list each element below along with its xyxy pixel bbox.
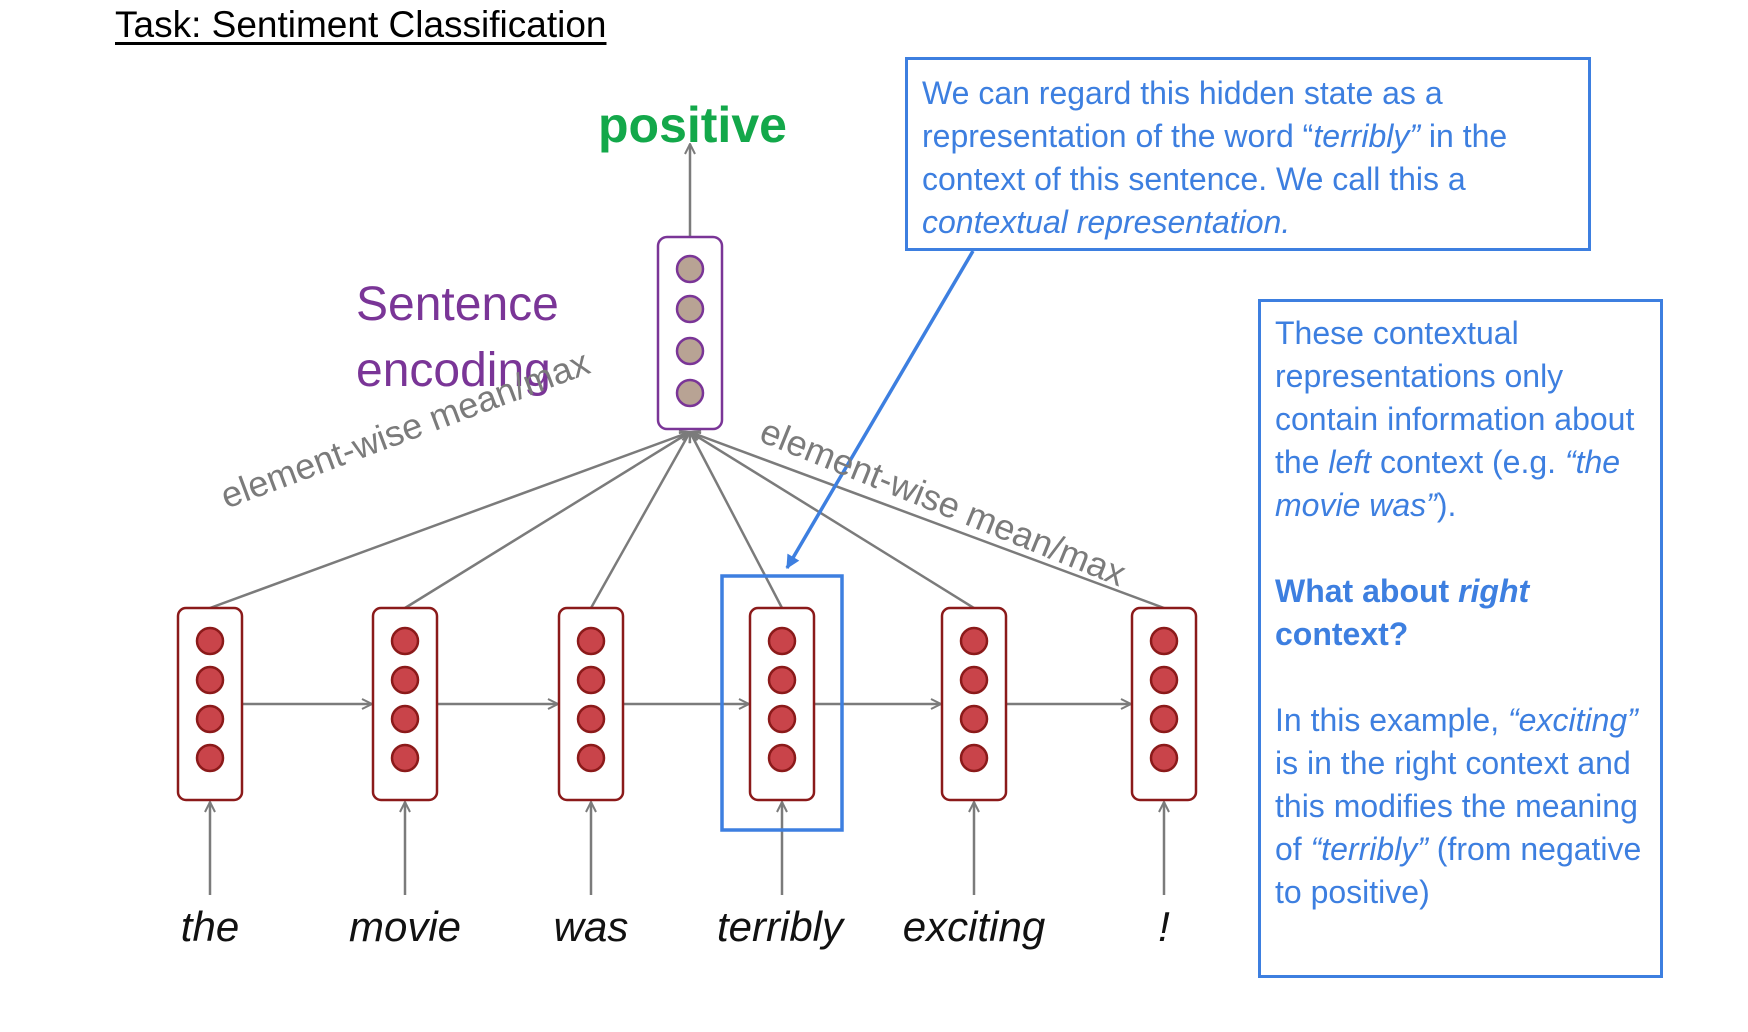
word-exclamation: ! <box>1158 903 1170 950</box>
sentence-encoding-line1: Sentence <box>356 278 559 331</box>
hidden-unit-dot <box>767 626 797 656</box>
word-exciting: exciting <box>902 903 1046 950</box>
callout-right-p3-quote: “exciting” <box>1508 702 1638 738</box>
hidden-unit-dot <box>576 704 606 734</box>
callout-right-p1-b: context (e.g. <box>1371 444 1565 480</box>
hidden-unit-dot <box>576 665 606 695</box>
callout-top-term: terribly <box>1313 118 1410 154</box>
callout-right-p3-b: is in the right context and this modifie… <box>1275 745 1638 867</box>
word-movie: movie <box>348 903 462 950</box>
rnn-cell-box <box>940 606 1008 802</box>
hidden-unit-dot <box>390 743 420 773</box>
rnn-cell-box <box>1130 606 1198 802</box>
word-the: the <box>180 903 240 950</box>
pooling-arrow-the <box>209 432 690 610</box>
hidden-unit-dot <box>959 704 989 734</box>
hidden-unit-dot <box>195 704 225 734</box>
callout-right-p2-term: right <box>1458 573 1530 609</box>
hidden-unit-dot <box>1149 743 1179 773</box>
hidden-unit-dot <box>767 704 797 734</box>
pooling-arrow-exciting <box>690 432 975 610</box>
hidden-unit-dot <box>195 626 225 656</box>
hidden-unit-dot <box>390 626 420 656</box>
task-title: Task: Sentiment Classification <box>115 4 607 45</box>
rnn-cell-box <box>371 606 439 802</box>
hidden-unit-dot <box>195 743 225 773</box>
callout-right-p2-a: What about <box>1275 573 1459 609</box>
highlight-box-terribly <box>720 574 844 832</box>
hidden-unit-dot <box>959 665 989 695</box>
rnn-cell-terribly <box>748 606 816 802</box>
callout-right-paragraph3: In this example, “exciting” is in the ri… <box>1275 699 1646 914</box>
pooling-arrow-exclamation <box>690 432 1165 610</box>
hidden-unit-dot <box>767 665 797 695</box>
sentence-encoding-box <box>656 235 724 431</box>
output-label-positive: positive <box>598 97 787 153</box>
callout-top-quote-open: “ <box>1302 118 1314 154</box>
rnn-cell-exclamation <box>1130 606 1198 802</box>
sentence-encoding-line2: encoding <box>356 344 551 397</box>
hidden-unit-dot <box>1149 704 1179 734</box>
callout-top-quote-close: ” <box>1409 118 1420 154</box>
hidden-unit-dot <box>576 743 606 773</box>
hidden-unit-dot <box>390 665 420 695</box>
hidden-unit-dot <box>390 704 420 734</box>
sentence-encoding-label: Sentence encoding <box>356 272 559 404</box>
callout-right-p3-quote2: “terribly” <box>1310 831 1428 867</box>
rnn-cell-movie <box>371 606 439 802</box>
callout-right-p3-a: In this example, <box>1275 702 1508 738</box>
rnn-cell-box <box>748 606 816 802</box>
encoding-unit-dot <box>675 378 705 408</box>
hidden-unit-dot <box>576 626 606 656</box>
hidden-unit-dot <box>959 626 989 656</box>
callout-pointer-arrow <box>785 250 975 569</box>
rnn-cell-was <box>557 606 625 802</box>
word-was: was <box>553 903 629 950</box>
callout-right-paragraph1: These contextual representations only co… <box>1275 312 1646 527</box>
callout-right-p1-c: ). <box>1436 487 1457 523</box>
hidden-unit-dot <box>1149 665 1179 695</box>
callout-top-term2: contextual representation. <box>922 204 1291 240</box>
hidden-unit-dot <box>1149 626 1179 656</box>
rnn-cell-box <box>557 606 625 802</box>
encoding-unit-dot <box>675 336 705 366</box>
left-context-callout: These contextual representations only co… <box>1258 299 1663 978</box>
callout-right-paragraph2: What about right context? <box>1275 570 1646 656</box>
rnn-cell-the <box>176 606 244 802</box>
pooling-arrow-was <box>589 432 690 609</box>
callout-right-p3-c: (from negative to positive) <box>1275 831 1642 910</box>
encoding-unit-dot <box>675 254 705 284</box>
callout-top-text: We can regard this hidden state as a rep… <box>922 72 1574 244</box>
hidden-unit-dot <box>959 743 989 773</box>
callout-right-p1-term: left <box>1328 444 1372 480</box>
callout-right-p1-quote: “the movie was” <box>1275 444 1621 523</box>
pooling-arrow-terribly <box>688 432 784 609</box>
callout-top-part2: in the context of this sentence. We call… <box>922 118 1508 197</box>
contextual-representation-callout: We can regard this hidden state as a rep… <box>905 57 1591 251</box>
encoding-unit-dot <box>675 294 705 324</box>
sentence-encoding-vector <box>656 235 724 431</box>
callout-right-p1-a: These contextual representations only co… <box>1275 315 1635 480</box>
hidden-unit-dot <box>195 665 225 695</box>
hidden-unit-dot <box>767 743 797 773</box>
rnn-cell-box <box>176 606 244 802</box>
pooling-arrow-movie <box>404 432 690 610</box>
word-terribly: terribly <box>716 903 844 950</box>
rnn-cell-exciting <box>940 606 1008 802</box>
callout-top-part1: We can regard this hidden state as a rep… <box>922 75 1443 154</box>
callout-right-p2-b: context? <box>1275 616 1409 652</box>
